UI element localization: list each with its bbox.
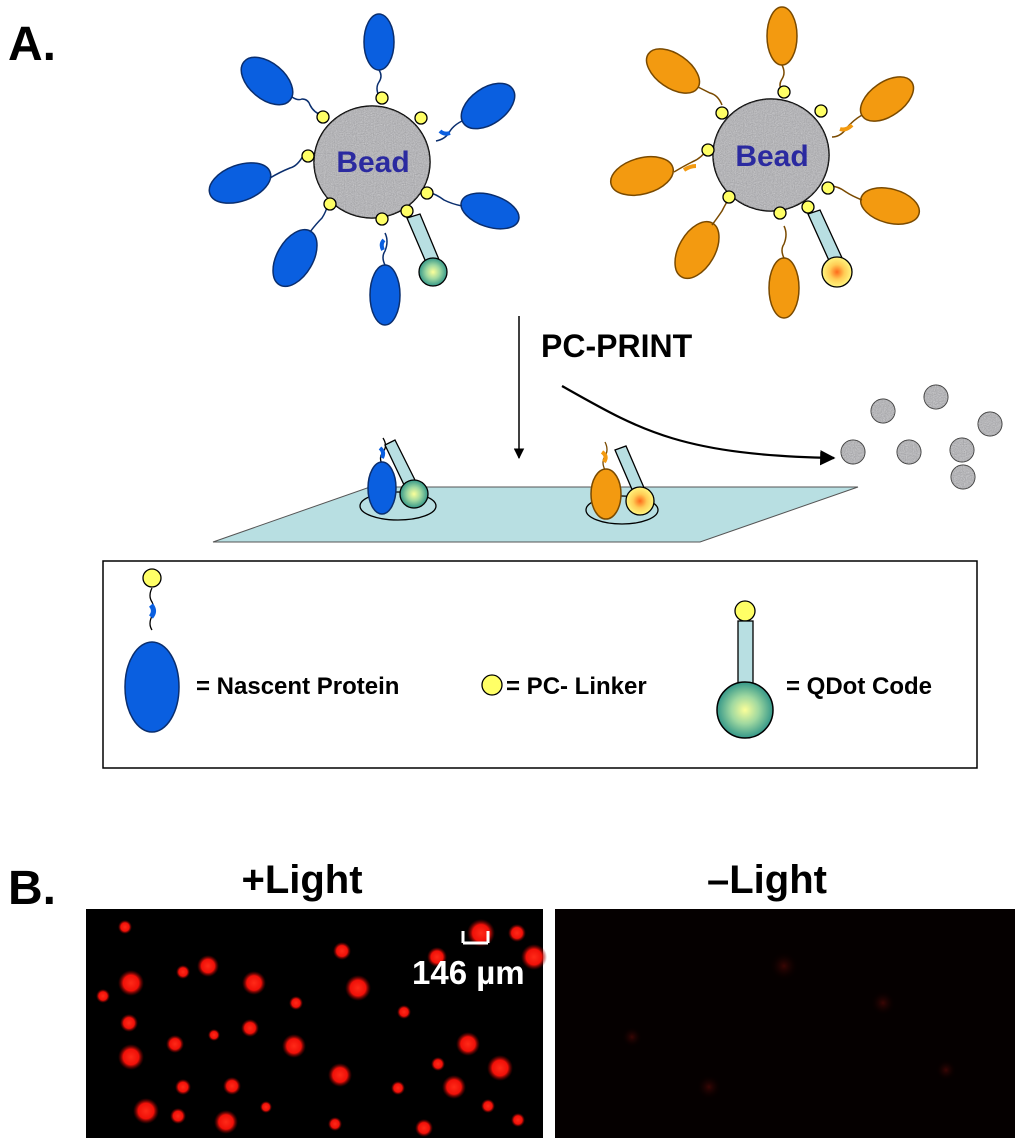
legend-protein-label: = Nascent Protein bbox=[196, 673, 399, 700]
legend-qdot-label: = QDot Code bbox=[786, 673, 932, 700]
bead-complex-blue: Bead bbox=[208, 13, 520, 326]
glass-slide bbox=[212, 437, 859, 543]
plus-light-title: +Light bbox=[241, 858, 362, 902]
pc-linker-dots bbox=[701, 85, 835, 220]
legend-linker-label: = PC- Linker bbox=[506, 673, 647, 700]
legend-protein-icon bbox=[124, 568, 180, 733]
fluorescent-spots bbox=[96, 919, 547, 1137]
minus-light-title: –Light bbox=[707, 858, 827, 902]
pc-linker-dots bbox=[301, 91, 434, 226]
pc-print-label: PC-PRINT bbox=[541, 328, 693, 364]
bead-complex-orange: Bead bbox=[609, 6, 921, 319]
pc-print-arrows bbox=[513, 316, 836, 466]
bead-label: Bead bbox=[336, 146, 409, 179]
protein-blue bbox=[208, 13, 520, 326]
legend-linker-icon bbox=[481, 674, 503, 696]
panel-a-label: A. bbox=[8, 18, 56, 71]
qdot-code-orange bbox=[807, 209, 853, 288]
scale-label: 146 µm bbox=[412, 954, 525, 991]
faint-spots bbox=[622, 952, 956, 1099]
legend-qdot-icon bbox=[716, 600, 774, 739]
qdot-code-blue bbox=[406, 213, 448, 287]
panel-b-label: B. bbox=[8, 862, 56, 915]
protein-orange bbox=[609, 6, 921, 319]
bead-label: Bead bbox=[735, 140, 808, 173]
minus-light-image bbox=[555, 909, 1015, 1138]
released-beads bbox=[840, 384, 1003, 490]
protein-tethers-blue bbox=[269, 69, 463, 266]
plus-light-image: 146 µm bbox=[86, 909, 547, 1138]
legend-box: = Nascent Protein = PC- Linker = QDot Co… bbox=[102, 560, 978, 769]
scale-bracket bbox=[461, 931, 490, 945]
